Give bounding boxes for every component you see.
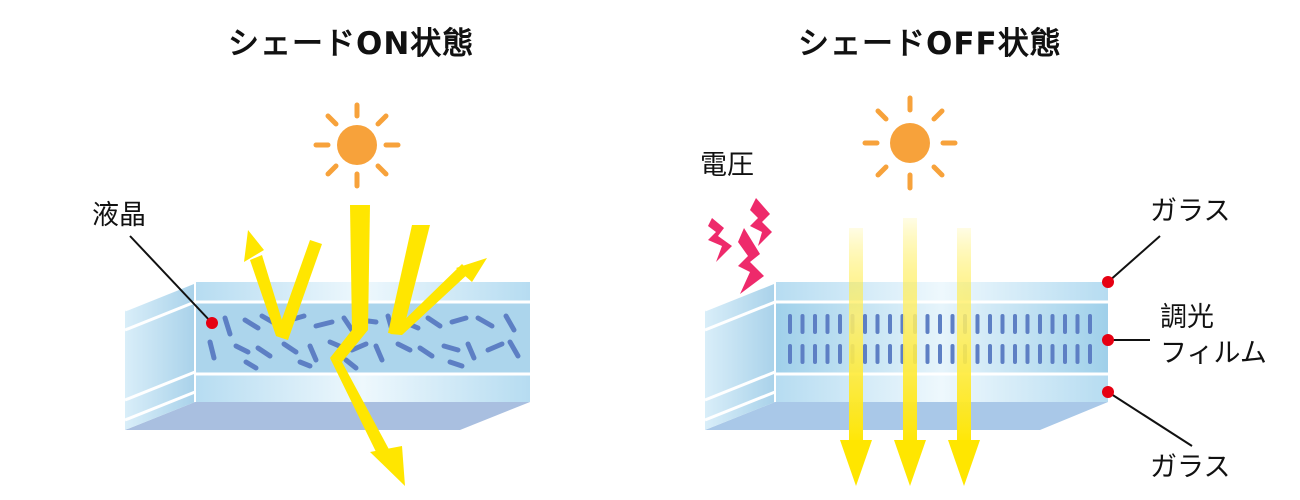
liquid-crystal-pointer xyxy=(129,235,213,324)
liquid-crystal-pointer-dot xyxy=(206,317,218,329)
glass-bottom-label: ガラス xyxy=(1150,452,1231,483)
sun-icon xyxy=(862,95,958,191)
panel-bottom-face xyxy=(125,402,530,430)
film-label-line1: 調光 xyxy=(1160,302,1214,333)
glass-top-label: ガラス xyxy=(1150,196,1231,227)
glass-bottom xyxy=(195,374,530,402)
shade-off-title: シェードOFF状態 xyxy=(798,26,1062,62)
sun-icon xyxy=(313,102,401,189)
glass-bottom-pointer-dot xyxy=(1102,386,1114,398)
glass-bottom xyxy=(775,374,1108,402)
callout-lines xyxy=(1107,235,1193,447)
shade-off-panel xyxy=(704,95,1193,486)
voltage-bolt-icon xyxy=(708,198,772,294)
voltage-label: 電圧 xyxy=(700,150,754,181)
transmitted-light-rays xyxy=(840,218,980,486)
glass-top xyxy=(775,282,1108,302)
scattered-light-rays xyxy=(244,205,487,486)
aligned-liquid-crystal-molecules xyxy=(788,314,1092,364)
film-label-line2: フィルム xyxy=(1160,338,1267,369)
liquid-crystal-label: 液晶 xyxy=(92,200,146,231)
shade-on-panel xyxy=(124,102,530,486)
glass-top-pointer-dot xyxy=(1102,276,1114,288)
film-pointer-dot xyxy=(1102,334,1114,346)
shade-on-title: シェードON状態 xyxy=(228,26,475,62)
